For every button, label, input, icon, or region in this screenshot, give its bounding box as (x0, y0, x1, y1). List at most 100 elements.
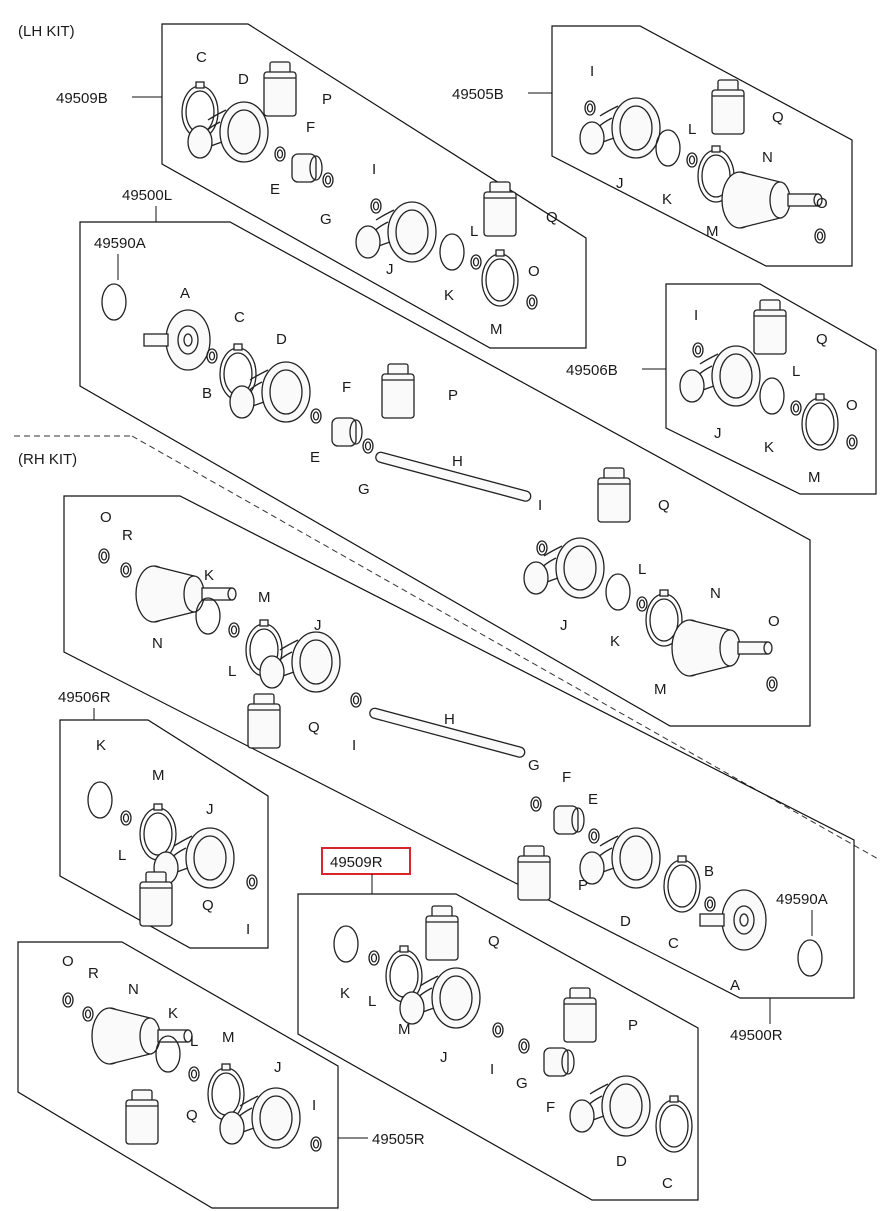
svg-text:I: I (694, 307, 698, 324)
svg-text:O: O (768, 613, 780, 630)
svg-text:Q: Q (546, 209, 558, 226)
svg-text:C: C (662, 1175, 673, 1192)
svg-text:H: H (444, 711, 455, 728)
svg-text:E: E (270, 181, 280, 198)
svg-text:D: D (616, 1153, 627, 1170)
svg-text:M: M (654, 681, 667, 698)
svg-text:J: J (206, 801, 214, 818)
kit-box-49500R (63, 495, 855, 999)
svg-text:O: O (528, 263, 540, 280)
svg-text:E: E (310, 449, 320, 466)
kit-box-49505B (551, 25, 853, 267)
svg-text:I: I (352, 737, 356, 754)
svg-text:M: M (398, 1021, 411, 1038)
label-49590A-lh: 49590A (94, 235, 146, 252)
svg-text:K: K (610, 633, 620, 650)
svg-text:G: G (320, 211, 332, 228)
svg-text:L: L (228, 663, 236, 680)
svg-text:Q: Q (816, 331, 828, 348)
svg-text:L: L (470, 223, 478, 240)
svg-text:K: K (340, 985, 350, 1002)
svg-text:M: M (706, 223, 719, 240)
svg-text:O: O (846, 397, 858, 414)
svg-text:Q: Q (202, 897, 214, 914)
svg-text:J: J (714, 425, 722, 442)
svg-text:N: N (762, 149, 773, 166)
svg-text:J: J (314, 617, 322, 634)
svg-text:D: D (238, 71, 249, 88)
label-49505B: 49505B (452, 86, 504, 103)
label-49505R: 49505R (372, 1131, 425, 1148)
svg-text:L: L (190, 1033, 198, 1050)
svg-text:C: C (196, 49, 207, 66)
svg-text:E: E (588, 791, 598, 808)
svg-text:I: I (312, 1097, 316, 1114)
svg-text:P: P (322, 91, 332, 108)
svg-text:I: I (246, 921, 250, 938)
svg-text:C: C (234, 309, 245, 326)
svg-text:P: P (448, 387, 458, 404)
svg-text:J: J (440, 1049, 448, 1066)
svg-text:L: L (792, 363, 800, 380)
lh-kit-heading: (LH KIT) (18, 23, 75, 40)
svg-text:G: G (358, 481, 370, 498)
label-49500L: 49500L (122, 187, 172, 204)
label-49509R[interactable]: 49509R (330, 854, 383, 871)
svg-text:Q: Q (186, 1107, 198, 1124)
svg-text:Q: Q (772, 109, 784, 126)
svg-text:L: L (638, 561, 646, 578)
svg-text:P: P (578, 877, 588, 894)
svg-text:F: F (546, 1099, 555, 1116)
rh-kit-heading: (RH KIT) (18, 451, 77, 468)
svg-text:Q: Q (488, 933, 500, 950)
svg-text:F: F (306, 119, 315, 136)
svg-text:J: J (560, 617, 568, 634)
kit-box-49506R (59, 719, 269, 949)
label-49500R: 49500R (730, 1027, 783, 1044)
svg-text:D: D (620, 913, 631, 930)
svg-text:R: R (122, 527, 133, 544)
svg-text:I: I (490, 1061, 494, 1078)
svg-text:O: O (816, 195, 828, 212)
svg-text:H: H (452, 453, 463, 470)
letter-callouts: C D F E G P I J K L M O Q I J K L M N O … (62, 49, 858, 1192)
svg-text:G: G (516, 1075, 528, 1092)
svg-text:K: K (764, 439, 774, 456)
svg-text:K: K (662, 191, 672, 208)
svg-text:O: O (62, 953, 74, 970)
kit-box-49505R (17, 941, 339, 1209)
svg-text:N: N (152, 635, 163, 652)
kit-box-49509R (297, 893, 699, 1201)
svg-text:G: G (528, 757, 540, 774)
svg-text:K: K (96, 737, 106, 754)
svg-text:N: N (710, 585, 721, 602)
svg-text:M: M (808, 469, 821, 486)
svg-text:J: J (274, 1059, 282, 1076)
svg-text:P: P (628, 1017, 638, 1034)
svg-text:K: K (444, 287, 454, 304)
svg-text:I: I (538, 497, 542, 514)
svg-text:Q: Q (658, 497, 670, 514)
svg-text:L: L (118, 847, 126, 864)
svg-text:M: M (258, 589, 271, 606)
svg-text:B: B (202, 385, 212, 402)
highlight-49509R[interactable] (321, 847, 411, 875)
kit-divider-diagonal (131, 435, 881, 861)
svg-text:R: R (88, 965, 99, 982)
svg-text:O: O (100, 509, 112, 526)
svg-text:K: K (204, 567, 214, 584)
svg-text:I: I (372, 161, 376, 178)
svg-text:C: C (668, 935, 679, 952)
label-49506B: 49506B (566, 362, 618, 379)
svg-text:F: F (342, 379, 351, 396)
svg-text:Q: Q (308, 719, 320, 736)
svg-text:D: D (276, 331, 287, 348)
label-49506R: 49506R (58, 689, 111, 706)
svg-text:M: M (490, 321, 503, 338)
kit-box-49509B (161, 23, 587, 349)
kit-box-49506B (665, 283, 877, 495)
svg-text:J: J (386, 261, 394, 278)
svg-text:M: M (152, 767, 165, 784)
label-49590A-rh: 49590A (776, 891, 828, 908)
svg-text:A: A (730, 977, 740, 994)
